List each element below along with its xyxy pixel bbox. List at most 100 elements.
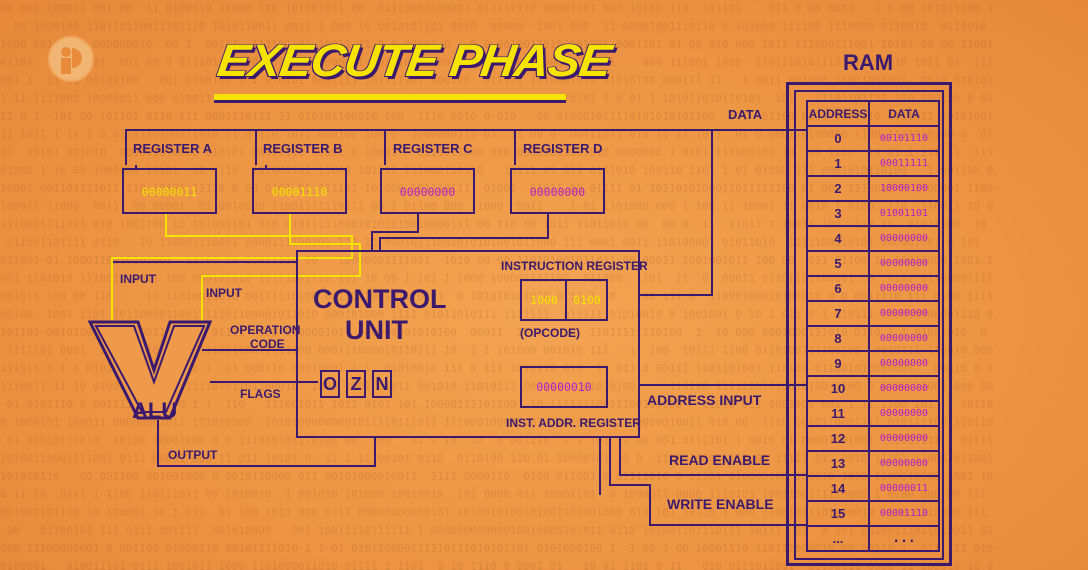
operation-code-label-line2: CODE bbox=[250, 337, 285, 351]
flag-negative: N bbox=[372, 370, 392, 398]
register-d-to-cu-wire bbox=[379, 214, 549, 250]
alu-input-1-label: INPUT bbox=[120, 272, 156, 286]
data-bus-label: DATA bbox=[728, 107, 763, 122]
alu-label: ALU bbox=[132, 398, 178, 423]
ram-data-cell: 00000000 bbox=[868, 325, 940, 352]
register-b-to-alu-wire bbox=[201, 214, 361, 344]
register-a-value: 00000011 bbox=[141, 185, 198, 199]
opcode-label: (OPCODE) bbox=[520, 326, 580, 340]
ram-data-cell: 01001101 bbox=[868, 200, 940, 227]
control-unit-box bbox=[296, 250, 640, 438]
ram-data-cell: ... bbox=[868, 525, 940, 552]
register-d-box: 00000000 bbox=[510, 168, 605, 214]
ram-address-cell: ... bbox=[806, 525, 870, 552]
ram-data-cell: 00000000 bbox=[868, 400, 940, 427]
title-underline bbox=[214, 94, 566, 103]
read-enable-label: READ ENABLE bbox=[669, 452, 771, 468]
ram-data-cell: 00000000 bbox=[868, 450, 940, 477]
register-a-box: 00000011 bbox=[122, 168, 217, 214]
ram-address-cell: 2 bbox=[806, 175, 870, 202]
ram-data-cell: 00000011 bbox=[868, 475, 940, 502]
ram-col-address: ADDRESS bbox=[806, 100, 870, 127]
register-c-box: 00000000 bbox=[380, 168, 475, 214]
ram-address-cell: 4 bbox=[806, 225, 870, 252]
ram-address-cell: 10 bbox=[806, 375, 870, 402]
output-label: OUTPUT bbox=[168, 448, 218, 462]
inst-addr-register-box: 00000010 bbox=[520, 366, 608, 408]
flags-label: FLAGS bbox=[240, 387, 281, 401]
write-enable-label: WRITE ENABLE bbox=[667, 496, 774, 512]
register-b-box: 00001110 bbox=[252, 168, 347, 214]
ram-inner-box bbox=[794, 90, 944, 560]
ram-address-cell: 12 bbox=[806, 425, 870, 452]
ram-address-cell: 14 bbox=[806, 475, 870, 502]
ram-address-cell: 0 bbox=[806, 125, 870, 152]
register-b-value: 00001110 bbox=[271, 185, 328, 199]
register-c-label: REGISTER C bbox=[393, 141, 473, 156]
operation-code-label-line1: OPERATION bbox=[230, 323, 301, 337]
ram-address-cell: 8 bbox=[806, 325, 870, 352]
ram-data-cell: 10000100 bbox=[868, 175, 940, 202]
inst-addr-value: 00000010 bbox=[536, 380, 592, 394]
address-input-label: ADDRESS INPUT bbox=[647, 392, 762, 408]
inst-addr-register-label: INST. ADDR. REGISTER bbox=[506, 416, 641, 430]
register-c-value: 00000000 bbox=[399, 185, 456, 199]
ram-data-cell: 00000000 bbox=[868, 350, 940, 377]
register-a-label: REGISTER A bbox=[133, 141, 212, 156]
register-b-label: REGISTER B bbox=[263, 141, 343, 156]
instruction-register-label: INSTRUCTION REGISTER bbox=[501, 259, 648, 273]
ram-data-cell: 00000000 bbox=[868, 300, 940, 327]
ram-data-cell: 00011111 bbox=[868, 150, 940, 177]
instruction-address-value: 0100 bbox=[573, 293, 601, 307]
ram-data-cell: 00000000 bbox=[868, 275, 940, 302]
ram-address-cell: 5 bbox=[806, 250, 870, 277]
ram-address-cell: 15 bbox=[806, 500, 870, 527]
read-enable-wire bbox=[619, 438, 806, 476]
instruction-register-box: 1000 0100 bbox=[520, 279, 608, 321]
ram-data-cell: 00000000 bbox=[868, 250, 940, 277]
instruction-opcode-value: 1000 bbox=[530, 293, 558, 307]
flag-zero: Z bbox=[346, 370, 366, 398]
control-unit-label-line2: UNIT bbox=[345, 315, 408, 345]
ram-outer-box bbox=[786, 82, 952, 566]
instruction-register-data-wire bbox=[640, 130, 713, 296]
ram-data-cell: 00001110 bbox=[868, 500, 940, 527]
flag-overflow: O bbox=[320, 370, 340, 398]
pbs-logo-icon bbox=[48, 36, 94, 82]
write-enable-wire bbox=[609, 438, 806, 526]
ram-data-cell: 00000000 bbox=[868, 225, 940, 252]
ram-data-cell: 00000000 bbox=[868, 425, 940, 452]
alu-output-wire bbox=[157, 420, 376, 467]
data-bus-wire bbox=[125, 129, 806, 165]
ram-row: ...... bbox=[806, 525, 940, 552]
ram-address-cell: 7 bbox=[806, 300, 870, 327]
alu-input-2-label: INPUT bbox=[206, 286, 242, 300]
control-unit-label-line1: CONTROL bbox=[313, 284, 447, 314]
ram-col-data: DATA bbox=[868, 100, 940, 127]
alu-shape-icon bbox=[88, 320, 213, 420]
register-c-to-cu-wire bbox=[371, 214, 419, 250]
ram-address-cell: 13 bbox=[806, 450, 870, 477]
ram-address-cell: 11 bbox=[806, 400, 870, 427]
ram-address-cell: 1 bbox=[806, 150, 870, 177]
ram-title: RAM bbox=[843, 50, 894, 75]
ram-address-cell: 3 bbox=[806, 200, 870, 227]
ram-data-cell: 00000000 bbox=[868, 375, 940, 402]
